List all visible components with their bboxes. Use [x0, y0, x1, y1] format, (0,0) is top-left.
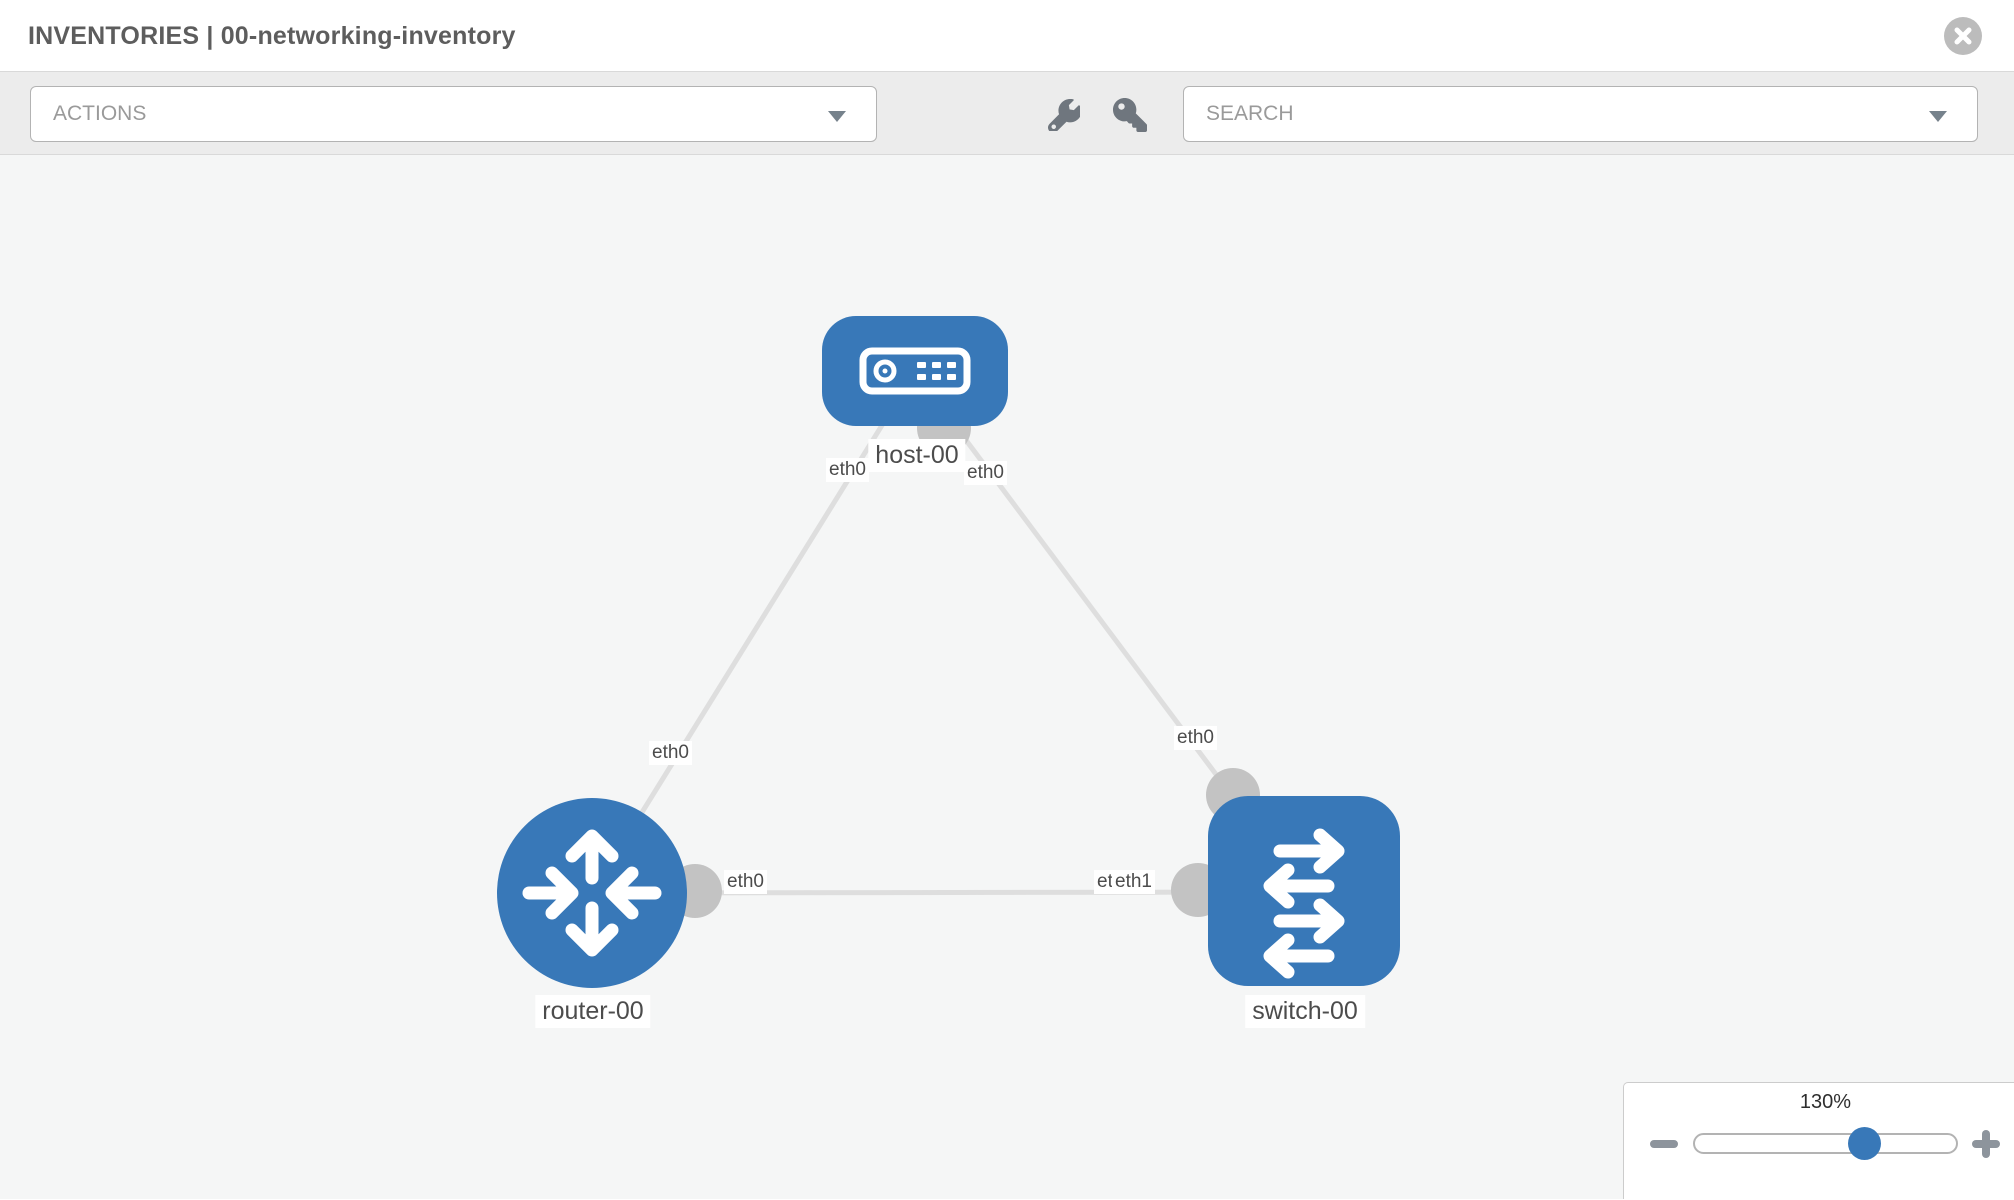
server-icon [859, 347, 971, 395]
interface-label: eth0 [964, 461, 1007, 485]
actions-dropdown-label: ACTIONS [53, 102, 147, 125]
search-dropdown-label: SEARCH [1206, 102, 1294, 125]
node-label-host-00: host-00 [868, 439, 966, 472]
interface-label: eth0 [1174, 726, 1217, 750]
node-router-00[interactable] [497, 798, 687, 988]
search-dropdown[interactable]: SEARCH [1183, 86, 1978, 142]
zoom-out-button[interactable] [1649, 1129, 1679, 1159]
chevron-down-icon [1929, 111, 1947, 122]
interface-label: eth0 [826, 458, 869, 482]
key-icon [1113, 98, 1147, 132]
close-button[interactable] [1944, 17, 1982, 55]
interface-label: eth0 [724, 870, 767, 894]
interface-label: eth1 [1112, 870, 1155, 894]
page-header: INVENTORIES | 00-networking-inventory [0, 0, 2014, 72]
topology-canvas[interactable]: host-00 router-00 switch-00 eth0 eth0 et… [0, 155, 2014, 1199]
switch-icon [1263, 828, 1345, 979]
close-icon [1954, 27, 1972, 45]
plus-icon [1982, 1130, 1990, 1158]
zoom-level-label: 130% [1799, 1091, 1852, 1113]
node-label-router-00: router-00 [535, 995, 651, 1028]
node-label-switch-00: switch-00 [1245, 995, 1365, 1028]
interface-label: eth0 [649, 741, 692, 765]
wrench-icon [1048, 99, 1080, 131]
zoom-slider-handle[interactable] [1848, 1127, 1881, 1160]
zoom-panel: 130% [1623, 1082, 2014, 1199]
toolbar: ACTIONS SEARCH [0, 72, 2014, 155]
node-switch-00[interactable] [1208, 796, 1400, 986]
minus-icon [1650, 1140, 1678, 1148]
page-title: INVENTORIES | 00-networking-inventory [28, 22, 516, 50]
zoom-slider[interactable] [1693, 1127, 1958, 1160]
credentials-button[interactable] [1110, 95, 1150, 135]
chevron-down-icon [828, 111, 846, 122]
node-host-00[interactable] [822, 316, 1008, 426]
configure-button[interactable] [1044, 95, 1084, 135]
actions-dropdown[interactable]: ACTIONS [30, 86, 877, 142]
router-icon [522, 829, 662, 957]
links-layer [589, 370, 1307, 896]
zoom-in-button[interactable] [1971, 1129, 2001, 1159]
